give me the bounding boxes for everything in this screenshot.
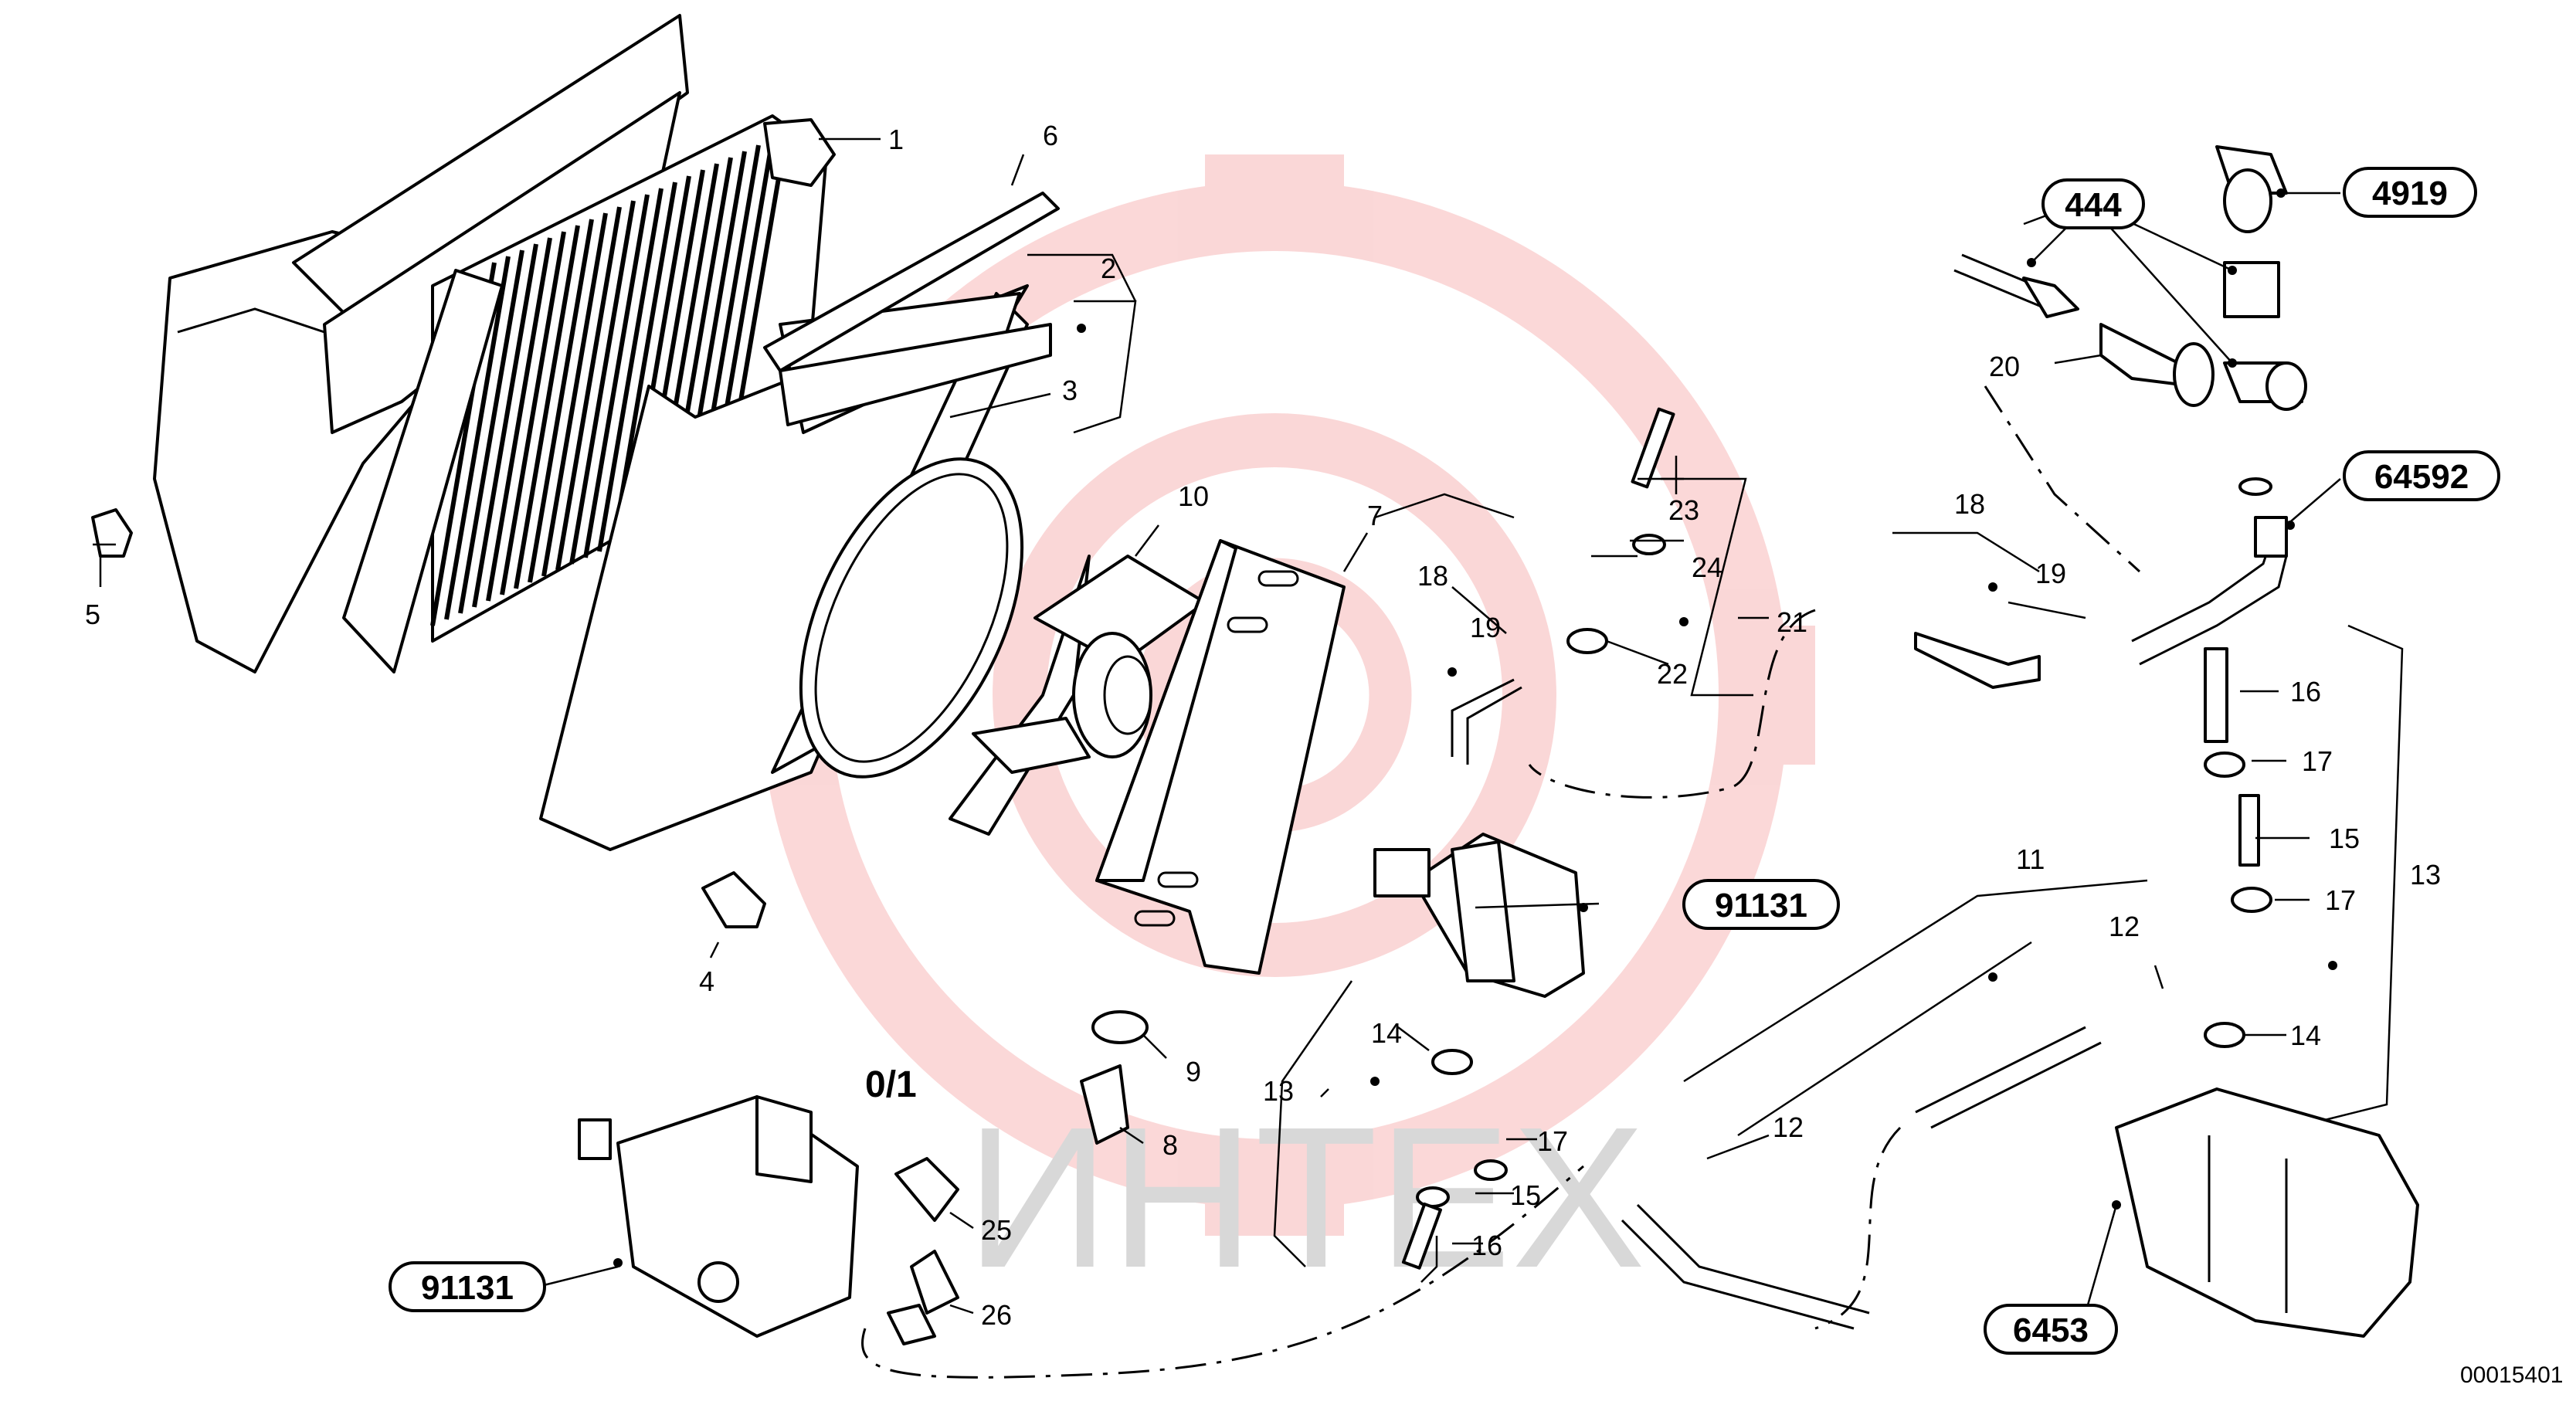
part-25-label: 25 xyxy=(981,1214,1012,1246)
part-18a-label: 18 xyxy=(1417,560,1448,592)
reference-callouts: 444 4919 64592 91131 91131 6453 xyxy=(389,167,2500,1355)
subassembly-motor xyxy=(578,1095,959,1345)
part-9-label: 9 xyxy=(1186,1056,1201,1087)
part-11-label: 11 xyxy=(2016,843,2045,875)
part-24-label: 24 xyxy=(1692,551,1722,583)
part-17a-label: 17 xyxy=(2302,745,2333,777)
part-23-label: 23 xyxy=(1668,494,1699,526)
bracket xyxy=(1095,539,1346,975)
part-20-label: 20 xyxy=(1989,351,2020,382)
part-6-label: 6 xyxy=(1043,120,1058,151)
cooler-fin xyxy=(569,200,636,565)
cooler-fin xyxy=(528,219,594,583)
part-3-label: 3 xyxy=(1062,375,1078,406)
cooler-fin xyxy=(541,212,608,577)
part-7-label: 7 xyxy=(1367,500,1383,531)
gear-pump xyxy=(2115,1087,2419,1338)
watermark-text: ИНТЕХ xyxy=(966,1086,1645,1310)
part-17c-label: 17 xyxy=(1537,1125,1568,1157)
part-5-label: 5 xyxy=(85,599,100,630)
hoses xyxy=(861,385,2288,1379)
ref-91131-subassembly-label: 91131 xyxy=(421,1269,514,1307)
part-21-label: 21 xyxy=(1777,606,1807,638)
part-12a-label: 12 xyxy=(2109,911,2140,942)
cooler-fin xyxy=(500,231,566,595)
part-14a-label: 14 xyxy=(1371,1017,1402,1049)
part-18b-label: 18 xyxy=(1954,488,1985,520)
part-14b-label: 14 xyxy=(2290,1020,2321,1051)
part-number-labels: 1 6 2 3 5 10 7 18 19 23 24 21 22 18 19 2… xyxy=(85,120,2441,1331)
part-19a-label: 19 xyxy=(1470,612,1501,643)
part-4-label: 4 xyxy=(699,965,714,997)
cooler-fin xyxy=(486,237,552,602)
ref-4919-label: 4919 xyxy=(2372,175,2448,212)
part-2-label: 2 xyxy=(1101,253,1116,284)
cooler-fin xyxy=(555,206,622,571)
part-1-label: 1 xyxy=(888,124,904,155)
part-17b-label: 17 xyxy=(2325,884,2356,916)
part-16b-label: 16 xyxy=(1471,1230,1502,1261)
part-13a-label: 13 xyxy=(1263,1075,1294,1107)
leader-dots xyxy=(613,188,2337,1267)
fittings xyxy=(1953,145,2307,558)
seal-strip xyxy=(763,192,1060,372)
cooler-fin xyxy=(583,194,650,558)
part-15b-label: 15 xyxy=(1510,1179,1541,1211)
part-12b-label: 12 xyxy=(1773,1111,1804,1143)
part-8-label: 8 xyxy=(1162,1129,1178,1161)
cooler-fin xyxy=(514,225,580,589)
fan xyxy=(799,457,1207,836)
ref-6453-label: 6453 xyxy=(2013,1311,2089,1349)
oil-cooler xyxy=(342,114,836,673)
ref-91131-center-label: 91131 xyxy=(1715,887,1807,925)
ref-64592-label: 64592 xyxy=(2374,458,2469,496)
ref-444-label: 444 xyxy=(2065,186,2122,224)
part-10-label: 10 xyxy=(1178,480,1209,512)
part-22-label: 22 xyxy=(1657,658,1688,690)
part-15a-label: 15 xyxy=(2329,823,2360,854)
document-number: 00015401 xyxy=(2460,1362,2563,1388)
fasteners xyxy=(91,407,2272,1270)
part-13b-label: 13 xyxy=(2410,859,2441,891)
hydraulic-motor xyxy=(1373,833,1585,998)
cooler-fin xyxy=(472,243,538,608)
part-19b-label: 19 xyxy=(2035,558,2066,589)
cooler-fin xyxy=(458,249,524,614)
part-26-label: 26 xyxy=(981,1299,1012,1331)
cooler-fin xyxy=(597,188,664,552)
part-16a-label: 16 xyxy=(2290,676,2321,707)
subassembly-label: 0/1 xyxy=(865,1064,917,1105)
cooler-fin xyxy=(444,256,511,620)
